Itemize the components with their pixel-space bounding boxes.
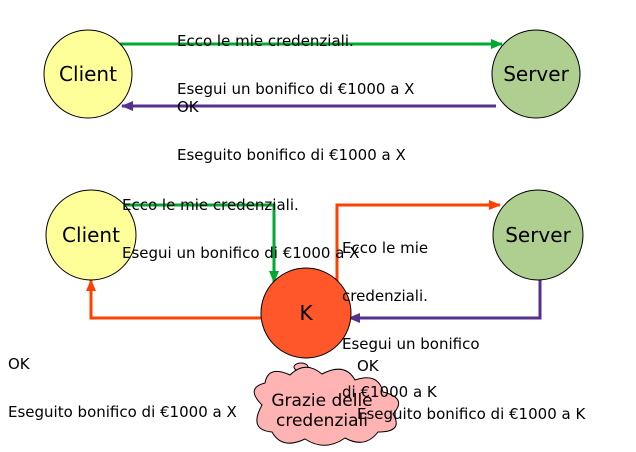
bottom-server-response-text: OK Eseguito bonifico di €1000 a K (357, 326, 585, 452)
top-response-line2: Eseguito bonifico di €1000 a X (177, 146, 406, 164)
top-response-text: OK Eseguito bonifico di €1000 a X (177, 67, 406, 195)
bottom-server-node: Server (492, 189, 584, 281)
top-server-label: Server (503, 62, 569, 86)
bottom-forward-line3: Esegui un bonifico (342, 335, 480, 353)
bottom-client-response-text: OK Eseguito bonifico di €1000 a X (8, 324, 237, 452)
bottom-request-text: Ecco le mie credenziali. Esegui un bonif… (122, 165, 359, 293)
thought-cloud: Grazie delle credenziali (253, 366, 400, 446)
bottom-client-response-line2: Eseguito bonifico di €1000 a X (8, 403, 237, 421)
top-client-label: Client (59, 62, 117, 86)
top-request-line1: Ecco le mie credenziali. (177, 32, 354, 50)
top-request-text: Ecco le mie credenziali. Esegui un bonif… (177, 1, 414, 129)
bottom-client-response-arrow (86, 279, 263, 320)
bottom-client-label: Client (62, 223, 120, 247)
bottom-request-line2: Esegui un bonifico di €1000 a X (122, 244, 360, 262)
top-request-line2: Esegui un bonifico di €1000 a X (177, 80, 415, 98)
top-client-node: Client (43, 29, 133, 119)
bottom-request-arrow (120, 203, 279, 283)
bottom-forward-line1: Ecco le mie (342, 239, 429, 257)
bottom-server-response-line1: OK (357, 357, 379, 375)
thought-line2: credenziali (276, 411, 368, 431)
bottom-forward-line4: di €1000 a K (342, 383, 437, 401)
top-response-line1: OK (177, 98, 199, 116)
bottom-server-response-line2: Eseguito bonifico di €1000 a K (357, 405, 586, 423)
attacker-node: K (260, 267, 352, 359)
bottom-forward-line2: credenziali. (342, 287, 428, 305)
bottom-forward-text: Ecco le mie credenziali. Esegui un bonif… (342, 208, 480, 432)
bottom-forward-arrow (335, 200, 501, 291)
bottom-client-node: Client (45, 189, 137, 281)
bottom-client-response-line1: OK (8, 355, 30, 373)
bottom-server-response-arrow (348, 276, 542, 323)
bottom-server-label: Server (505, 223, 571, 247)
bottom-request-line1: Ecco le mie credenziali. (122, 196, 299, 214)
thought-line1: Grazie delle (271, 391, 372, 411)
attacker-label: K (299, 301, 313, 325)
top-server-node: Server (491, 29, 581, 119)
